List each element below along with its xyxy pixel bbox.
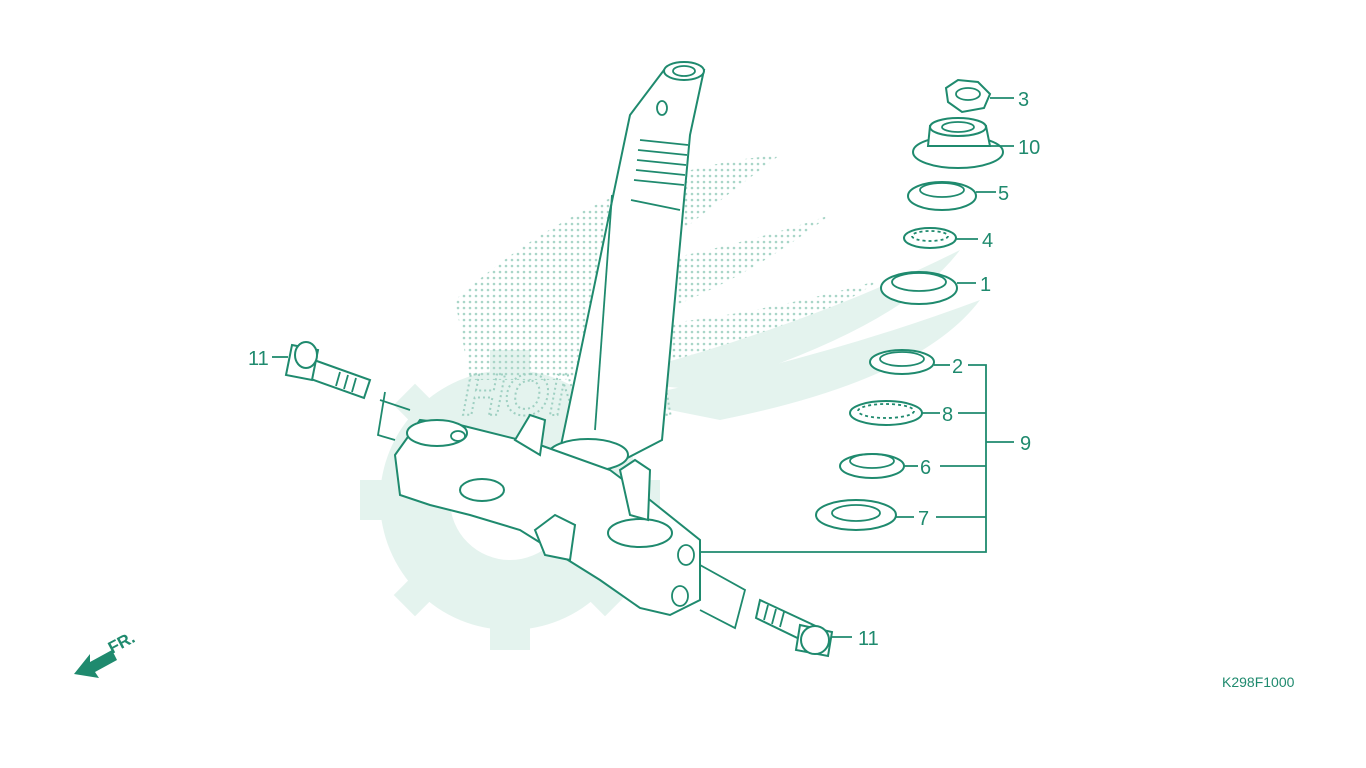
front-direction-marker: FR. bbox=[74, 628, 138, 678]
callout-9: 9 bbox=[1020, 433, 1031, 455]
pinch-bolt-right bbox=[699, 564, 834, 658]
drawing-code: K298F1000 bbox=[1222, 674, 1295, 690]
callout-11-left: 11 bbox=[248, 348, 269, 370]
dust-seal-7 bbox=[815, 499, 897, 531]
callout-11-right: 11 bbox=[858, 628, 879, 650]
callout-8: 8 bbox=[942, 404, 953, 426]
steering-stem bbox=[547, 61, 706, 472]
lock-nut-10 bbox=[912, 117, 1004, 169]
callout-6: 6 bbox=[920, 457, 931, 479]
callout-1: 1 bbox=[980, 274, 991, 296]
front-arrow-icon bbox=[74, 650, 117, 678]
inner-race-6 bbox=[839, 453, 905, 479]
callout-3: 3 bbox=[1018, 89, 1029, 111]
callout-5: 5 bbox=[998, 183, 1009, 205]
ball-bearing-4 bbox=[903, 227, 957, 249]
stem-nut-3 bbox=[944, 78, 992, 114]
callout-7: 7 bbox=[918, 508, 929, 530]
callout-2: 2 bbox=[952, 356, 963, 378]
leader-lines bbox=[272, 97, 1014, 638]
ball-bearing-8 bbox=[849, 400, 923, 426]
pinch-bolt-left bbox=[284, 341, 411, 441]
callout-10: 10 bbox=[1018, 137, 1040, 159]
inner-race-5 bbox=[907, 181, 977, 211]
callout-labels: 3 10 5 4 1 2 8 9 6 7 11 11 bbox=[248, 89, 1040, 650]
outer-race-2 bbox=[869, 349, 935, 375]
bottom-bridge bbox=[393, 413, 701, 617]
callout-4: 4 bbox=[982, 230, 993, 252]
outer-race-1 bbox=[880, 271, 958, 305]
